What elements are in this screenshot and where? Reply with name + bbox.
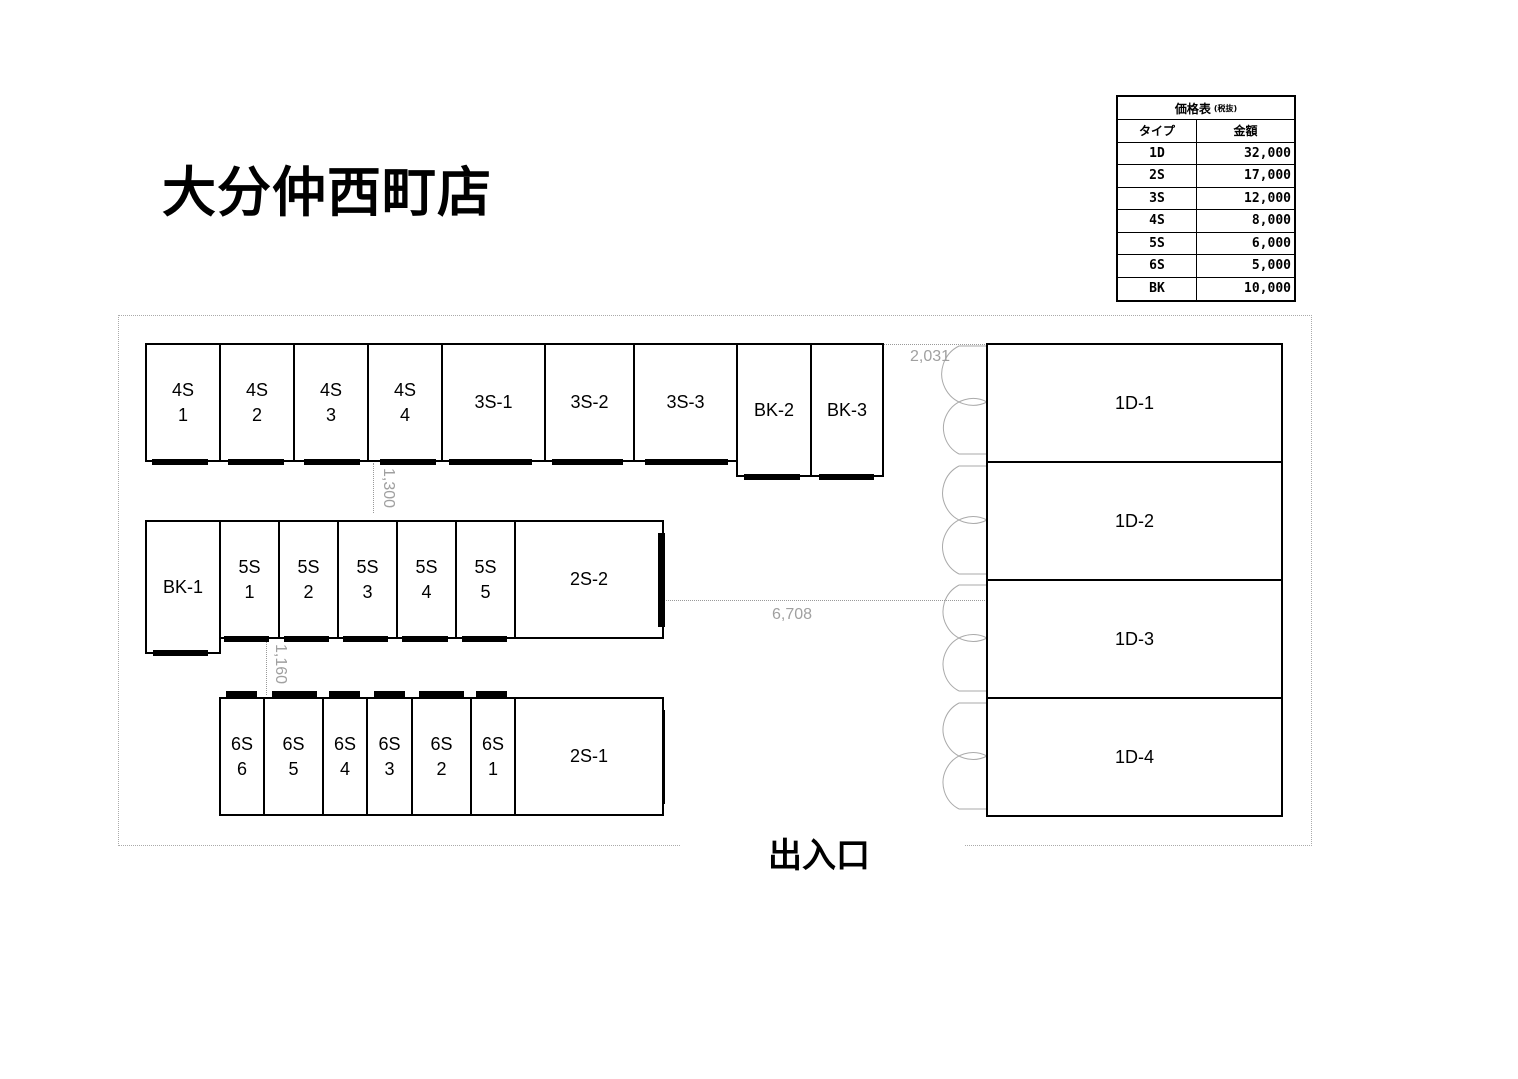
unit-1d-1[interactable]: 1D-1 [986,343,1283,463]
unit-bk-1[interactable]: BK-1 [145,520,221,654]
unit-6s-3[interactable]: 6S 3 [366,697,413,816]
header-type: タイプ [1118,120,1197,142]
unit-6s-5[interactable]: 6S 5 [263,697,324,816]
unit-1d-2[interactable]: 1D-2 [986,461,1283,581]
unit-2s-1[interactable]: 2S-1 [514,697,664,816]
door-6s-3 [374,691,405,697]
door-arc-1d2-lower [942,516,988,575]
dimension-line-aisle-1 [373,463,374,513]
unit-2s-2[interactable]: 2S-2 [514,520,664,639]
dimension-line-top [884,344,987,345]
door-5s-3 [343,636,388,642]
unit-5s-5[interactable]: 5S 5 [455,520,516,639]
store-title: 大分仲西町店 [162,161,492,224]
door-4s-3 [304,459,360,465]
door-4s-1 [152,459,208,465]
door-arc-1d3-lower [942,634,988,692]
door-arc-1d3-upper [942,584,988,642]
door-bk-1 [153,650,208,656]
unit-3s-2[interactable]: 3S-2 [544,343,635,462]
door-6s-1 [476,691,507,697]
unit-5s-1[interactable]: 5S 1 [219,520,280,639]
door-arc-1d1-upper [941,345,988,406]
dimension-line-center [664,600,987,601]
door-6s-5 [272,691,317,697]
unit-4s-4[interactable]: 4S 4 [367,343,443,462]
unit-6s-2[interactable]: 6S 2 [411,697,472,816]
dimension-center-width: 6,708 [772,606,813,623]
door-arc-1d2-upper [942,465,988,524]
unit-5s-3[interactable]: 5S 3 [337,520,398,639]
door-6s-6 [226,691,257,697]
unit-1d-4[interactable]: 1D-4 [986,697,1283,817]
door-3s-3 [645,459,728,465]
door-5s-5 [462,636,507,642]
door-6s-2 [419,691,464,697]
door-3s-2 [552,459,623,465]
door-arc-1d4-upper [942,702,988,760]
unit-6s-1[interactable]: 6S 1 [470,697,516,816]
dimension-line-aisle-2 [266,640,267,695]
header-price: 金額 [1233,124,1258,139]
unit-6s-6[interactable]: 6S 6 [219,697,265,816]
door-arc-1d1-lower [942,398,988,455]
unit-bk-2[interactable]: BK-2 [736,343,812,477]
unit-4s-3[interactable]: 4S 3 [293,343,369,462]
door-bk-2 [744,474,800,480]
door-2s-2 [658,533,665,627]
door-4s-4 [380,459,436,465]
price-table-caption: 価格表 (税抜) [1118,97,1294,120]
dimension-top-gap: 2,031 [910,348,951,365]
door-6s-4 [329,691,360,697]
door-swing-arcs [941,345,988,810]
unit-5s-4[interactable]: 5S 4 [396,520,457,639]
unit-bk-3[interactable]: BK-3 [810,343,884,477]
dimension-aisle-1: 1,300 [380,468,397,509]
door-bk-3 [819,474,874,480]
door-arc-1d4-lower [942,752,988,810]
unit-4s-1[interactable]: 4S 1 [145,343,221,462]
unit-1d-3[interactable]: 1D-3 [986,579,1283,699]
price-table-header: タイプ 金額 [1118,120,1294,143]
unit-6s-4[interactable]: 6S 4 [322,697,368,816]
door-5s-1 [224,636,269,642]
unit-4s-2[interactable]: 4S 2 [219,343,295,462]
door-3s-1 [449,459,532,465]
door-5s-2 [284,636,329,642]
entrance-gap [680,840,965,850]
dimension-aisle-2: 1,160 [272,644,289,685]
unit-3s-3[interactable]: 3S-3 [633,343,738,462]
unit-5s-2[interactable]: 5S 2 [278,520,339,639]
unit-3s-1[interactable]: 3S-1 [441,343,546,462]
door-5s-4 [402,636,448,642]
door-4s-2 [228,459,284,465]
entrance-label: 出入口 [768,836,870,876]
